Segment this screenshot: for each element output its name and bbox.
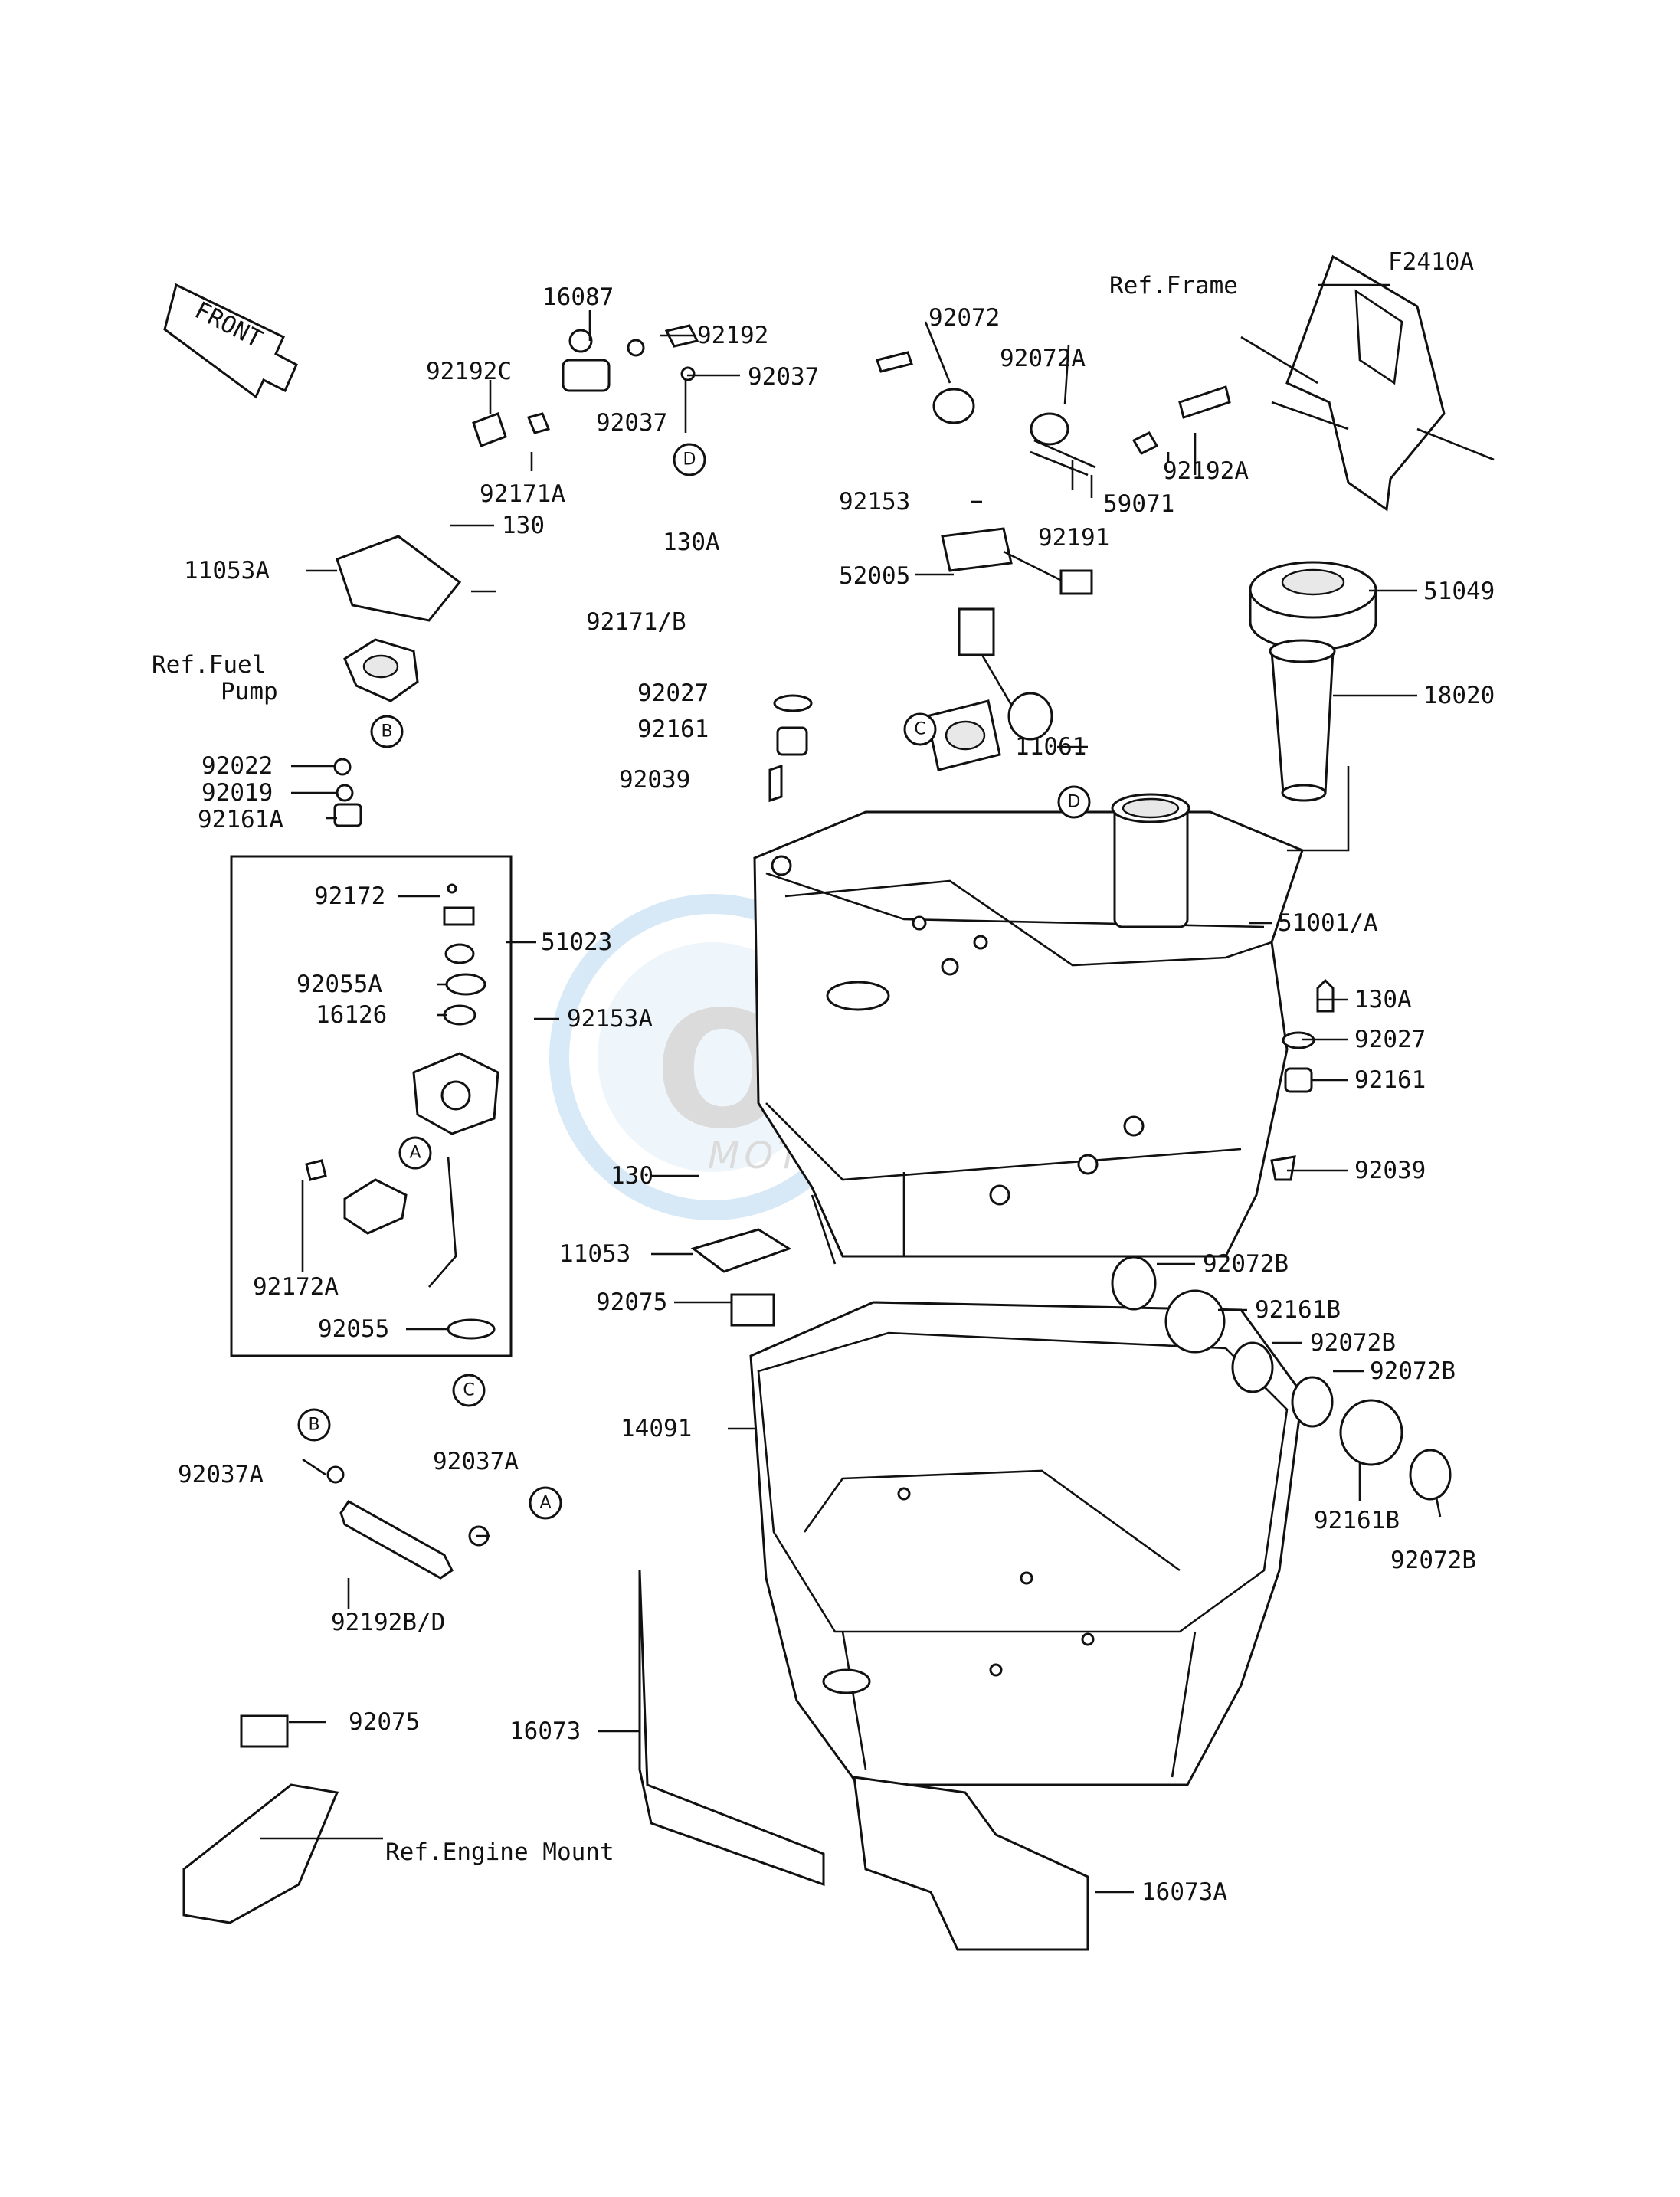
callout-circle-c-upper: C <box>903 712 937 746</box>
svg-text:C: C <box>463 1381 474 1400</box>
part-label-92039-2: 92039 <box>1354 1157 1426 1184</box>
part-label-92161-1: 92161 <box>637 715 709 743</box>
fuel-pump-sender <box>925 527 1093 771</box>
part-label-92072b-1: 92072B <box>1203 1250 1289 1278</box>
part-label-92037a-1: 92037A <box>178 1461 264 1488</box>
svg-text:D: D <box>683 450 696 470</box>
part-label-92161a: 92161A <box>198 806 283 833</box>
part-label-130-2: 130 <box>611 1162 653 1190</box>
mount-pads <box>690 1228 792 1327</box>
lower-hoses <box>182 1465 490 1924</box>
part-label-51001a: 51001/A <box>1278 909 1378 937</box>
petcock-assembly <box>230 535 513 1357</box>
part-label-92192bd: 92192B/D <box>331 1609 445 1636</box>
part-label-16087: 16087 <box>542 283 614 311</box>
callout-circle-a-lower: A <box>529 1486 562 1520</box>
fuel-cap <box>1249 561 1377 651</box>
leader-lines <box>260 283 1442 1894</box>
part-label-59071: 59071 <box>1103 490 1174 518</box>
part-label-92172: 92172 <box>314 882 385 910</box>
callout-circle-a-petcock: A <box>398 1136 432 1170</box>
part-label-92153: 92153 <box>839 488 910 516</box>
tank-tray <box>749 1301 1304 1786</box>
tank-mount-hardware <box>768 694 1335 1181</box>
svg-text:B: B <box>308 1416 319 1435</box>
part-label-92192: 92192 <box>697 322 768 349</box>
svg-text:C: C <box>914 720 925 739</box>
callout-circle-c-lower: C <box>452 1374 486 1407</box>
clamps-grommets <box>1111 1256 1452 1501</box>
part-label-11061: 11061 <box>1015 733 1086 761</box>
diagram-code: F2410A <box>1388 248 1474 276</box>
part-label-18020: 18020 <box>1423 682 1495 709</box>
svg-text:A: A <box>409 1144 421 1163</box>
callout-circle-d-top: D <box>673 443 706 476</box>
part-label-14091: 14091 <box>621 1415 692 1442</box>
fuel-tank <box>753 793 1304 1265</box>
part-label-92161b-1: 92161B <box>1255 1296 1341 1324</box>
part-label-92072b-4: 92072B <box>1390 1547 1476 1574</box>
part-label-92172a: 92172A <box>253 1273 339 1301</box>
part-label-92171b: 92171/B <box>586 608 686 636</box>
part-label-92192c: 92192C <box>426 358 512 385</box>
part-label-92072b-2: 92072B <box>1310 1329 1396 1357</box>
part-label-130a-1: 130A <box>663 529 720 556</box>
frame-bracket <box>1240 254 1495 512</box>
part-label-51023: 51023 <box>541 928 612 956</box>
part-label-92161-2: 92161 <box>1354 1066 1426 1094</box>
part-label-130-1: 130 <box>502 512 545 539</box>
part-label-92153a: 92153A <box>567 1005 653 1033</box>
svg-text:D: D <box>1068 793 1081 812</box>
part-label-92037-1: 92037 <box>748 363 819 391</box>
part-label-16126: 16126 <box>316 1001 387 1029</box>
part-label-16073a: 16073A <box>1141 1878 1227 1906</box>
front-arrow-icon: FRONT <box>163 283 298 399</box>
part-label-92072b-3: 92072B <box>1370 1357 1456 1385</box>
part-label-92027-1: 92027 <box>637 679 709 707</box>
part-label-92037-2: 92037 <box>596 409 667 437</box>
part-label-52005: 52005 <box>839 562 910 590</box>
part-label-92072: 92072 <box>928 304 1000 332</box>
part-label-51049: 51049 <box>1423 578 1495 605</box>
callout-circle-b-lower: B <box>297 1408 331 1442</box>
part-label-92161b-2: 92161B <box>1314 1507 1400 1534</box>
ref-fuel-pump-label-2: Pump <box>221 678 278 706</box>
part-label-92022: 92022 <box>201 752 273 780</box>
callout-circle-b-left: B <box>370 715 404 748</box>
callout-circle-d-tank: D <box>1057 785 1091 819</box>
part-label-92027-2: 92027 <box>1354 1026 1426 1053</box>
part-label-92192a: 92192A <box>1163 457 1249 485</box>
part-label-92055: 92055 <box>318 1315 389 1343</box>
part-label-92037a-2: 92037A <box>433 1448 519 1475</box>
part-label-92019: 92019 <box>201 779 273 807</box>
ref-fuel-pump-label-1: Ref.Fuel <box>152 651 266 679</box>
part-label-92039-1: 92039 <box>619 766 690 794</box>
part-label-92072a: 92072A <box>1000 345 1086 372</box>
part-label-16073: 16073 <box>509 1717 581 1745</box>
ref-engine-mount-label: Ref.Engine Mount <box>385 1838 614 1866</box>
part-label-130a-2: 130A <box>1354 986 1412 1013</box>
heat-shield <box>638 1570 1089 1951</box>
part-label-92055a: 92055A <box>296 971 382 998</box>
svg-text:B: B <box>381 722 392 742</box>
part-label-11053: 11053 <box>559 1240 630 1268</box>
part-label-92171a: 92171A <box>480 480 565 508</box>
upper-fittings <box>472 324 1231 476</box>
part-label-92191: 92191 <box>1038 524 1109 552</box>
part-label-92075-1: 92075 <box>596 1288 667 1316</box>
ref-frame-label: Ref.Frame <box>1109 272 1238 300</box>
part-label-92075-2: 92075 <box>349 1708 420 1736</box>
part-label-11053a: 11053A <box>184 557 270 584</box>
filler-neck <box>1269 639 1336 802</box>
svg-text:A: A <box>539 1494 551 1513</box>
